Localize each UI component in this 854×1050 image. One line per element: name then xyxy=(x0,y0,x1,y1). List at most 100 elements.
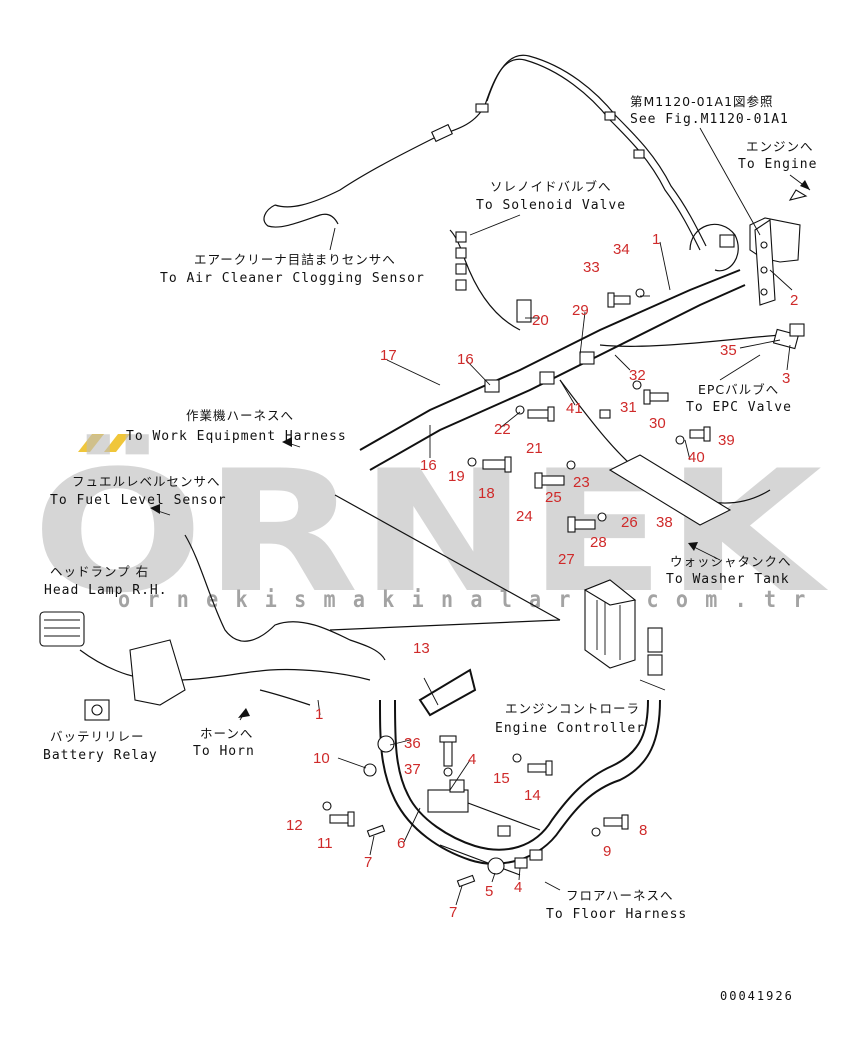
part-numbers: 1 2 3 33 34 29 20 32 35 17 16 16 31 30 4… xyxy=(286,231,798,921)
part-number: 25 xyxy=(545,489,562,506)
lower-cross-line-2 xyxy=(439,844,521,876)
clamp xyxy=(516,299,532,323)
part-number: 8 xyxy=(639,822,647,839)
bracket-plate-38 xyxy=(608,454,732,526)
engine-bracket xyxy=(719,217,801,306)
part-number: 28 xyxy=(590,534,607,551)
part-number: 40 xyxy=(688,449,705,466)
washer xyxy=(515,405,525,415)
engctrl-label-en: Engine Controller xyxy=(495,721,645,736)
part-number: 31 xyxy=(620,399,637,416)
clip xyxy=(430,123,454,143)
part-number: 20 xyxy=(532,312,549,329)
bolt-39 xyxy=(689,426,711,442)
part-number: 11 xyxy=(317,835,333,852)
clamp-group-4 xyxy=(427,779,469,813)
floor-label-jp: フロアハーネスへ xyxy=(566,888,674,903)
part-number: 35 xyxy=(720,342,737,359)
watermark-accent-mark-right xyxy=(104,434,130,452)
part-number: 39 xyxy=(718,432,735,449)
connector-lower xyxy=(529,849,543,861)
workequip-label-en: To Work Equipment Harness xyxy=(126,429,347,444)
solenoid-label-jp: ソレノイドバルブへ xyxy=(490,179,612,194)
bolt-27 xyxy=(567,516,596,533)
left-bracket xyxy=(129,639,186,706)
upper-main-harness xyxy=(359,269,741,451)
battery-label-jp: バッテリリレー xyxy=(50,729,145,744)
pin-7a xyxy=(366,824,386,838)
part-number: 15 xyxy=(493,770,510,787)
air-cleaner-cable-2 xyxy=(486,54,707,247)
horn-cable xyxy=(259,689,311,706)
fig-ref-label-en: See Fig.M1120-01A1 xyxy=(630,112,789,127)
battery-relay xyxy=(84,699,110,721)
part-number: 2 xyxy=(790,292,798,309)
fuel-sensor-cable xyxy=(184,534,386,661)
part-number: 10 xyxy=(313,750,330,767)
washer xyxy=(597,512,607,522)
bolt-21 xyxy=(527,406,555,422)
part-number: 26 xyxy=(621,514,638,531)
horn-label-en: To Horn xyxy=(193,744,255,759)
bolt-8 xyxy=(603,814,629,830)
engctrl-label-jp: エンジンコントローラ xyxy=(505,701,640,716)
drawing-code: 00041926 xyxy=(720,989,794,1003)
part-number: 23 xyxy=(573,474,590,491)
floor-label-en: To Floor Harness xyxy=(546,907,687,922)
watermark: ÖRNEK o r n e k i s m a k i n a l a r i … xyxy=(32,434,829,630)
part-number: 3 xyxy=(782,370,790,387)
bolt-24 xyxy=(534,472,565,489)
part-number: 16 xyxy=(420,457,437,474)
clamp xyxy=(579,351,595,365)
part-number: 9 xyxy=(603,843,611,860)
part-number: 1 xyxy=(652,231,660,248)
clip xyxy=(604,111,616,121)
part-number: 4 xyxy=(514,879,522,896)
part-number: 4 xyxy=(468,751,476,768)
clamp-36 xyxy=(377,735,395,753)
part-number: 41 xyxy=(566,400,583,417)
air-cleaner-sensor-lead xyxy=(263,204,339,228)
washer-label-en: To Washer Tank xyxy=(666,572,790,587)
washer xyxy=(632,380,642,390)
part-number: 21 xyxy=(526,440,543,457)
washer xyxy=(566,460,576,470)
washer xyxy=(675,435,685,445)
clip-4b xyxy=(514,857,528,869)
part-number: 34 xyxy=(613,241,630,258)
air-cleaner-cable xyxy=(274,58,701,251)
fig-ref-label-jp: 第M1120-01A1図参照 xyxy=(630,94,774,109)
fuel-label-en: To Fuel Level Sensor xyxy=(50,493,227,508)
epc-valve-connector xyxy=(772,323,805,350)
washer-12 xyxy=(322,801,332,811)
part-number: 22 xyxy=(494,421,511,438)
aircleaner-label-en: To Air Cleaner Clogging Sensor xyxy=(160,271,425,286)
part-number: 38 xyxy=(656,514,673,531)
fuel-label-jp: フュエルレベルセンサへ xyxy=(72,474,221,489)
floor-harness xyxy=(418,668,477,717)
washer xyxy=(467,457,477,467)
epc-label-jp: EPCバルブへ xyxy=(698,382,779,397)
part-number: 19 xyxy=(448,468,465,485)
watermark-accent-mark-left xyxy=(78,434,104,452)
engine-controller xyxy=(583,579,663,676)
harness-branch-epc xyxy=(599,334,781,347)
solenoid-connectors xyxy=(455,231,467,291)
clamp xyxy=(539,371,555,385)
engine-label-en: To Engine xyxy=(738,157,817,172)
battery-label-en: Battery Relay xyxy=(43,748,158,763)
bolt-11 xyxy=(329,811,355,827)
clip xyxy=(633,149,645,159)
part-number: 6 xyxy=(397,835,405,852)
horn-label-jp: ホーンへ xyxy=(200,726,253,741)
part-number: 37 xyxy=(404,761,421,778)
clamp-5 xyxy=(487,857,505,875)
part-number: 1 xyxy=(315,706,323,723)
washer-9 xyxy=(591,827,601,837)
watermark-brand-text: ÖRNEK xyxy=(32,434,829,630)
harness-branch-solenoid xyxy=(449,229,521,331)
headlamp-cable xyxy=(79,649,371,681)
bolt-18 xyxy=(482,456,512,473)
